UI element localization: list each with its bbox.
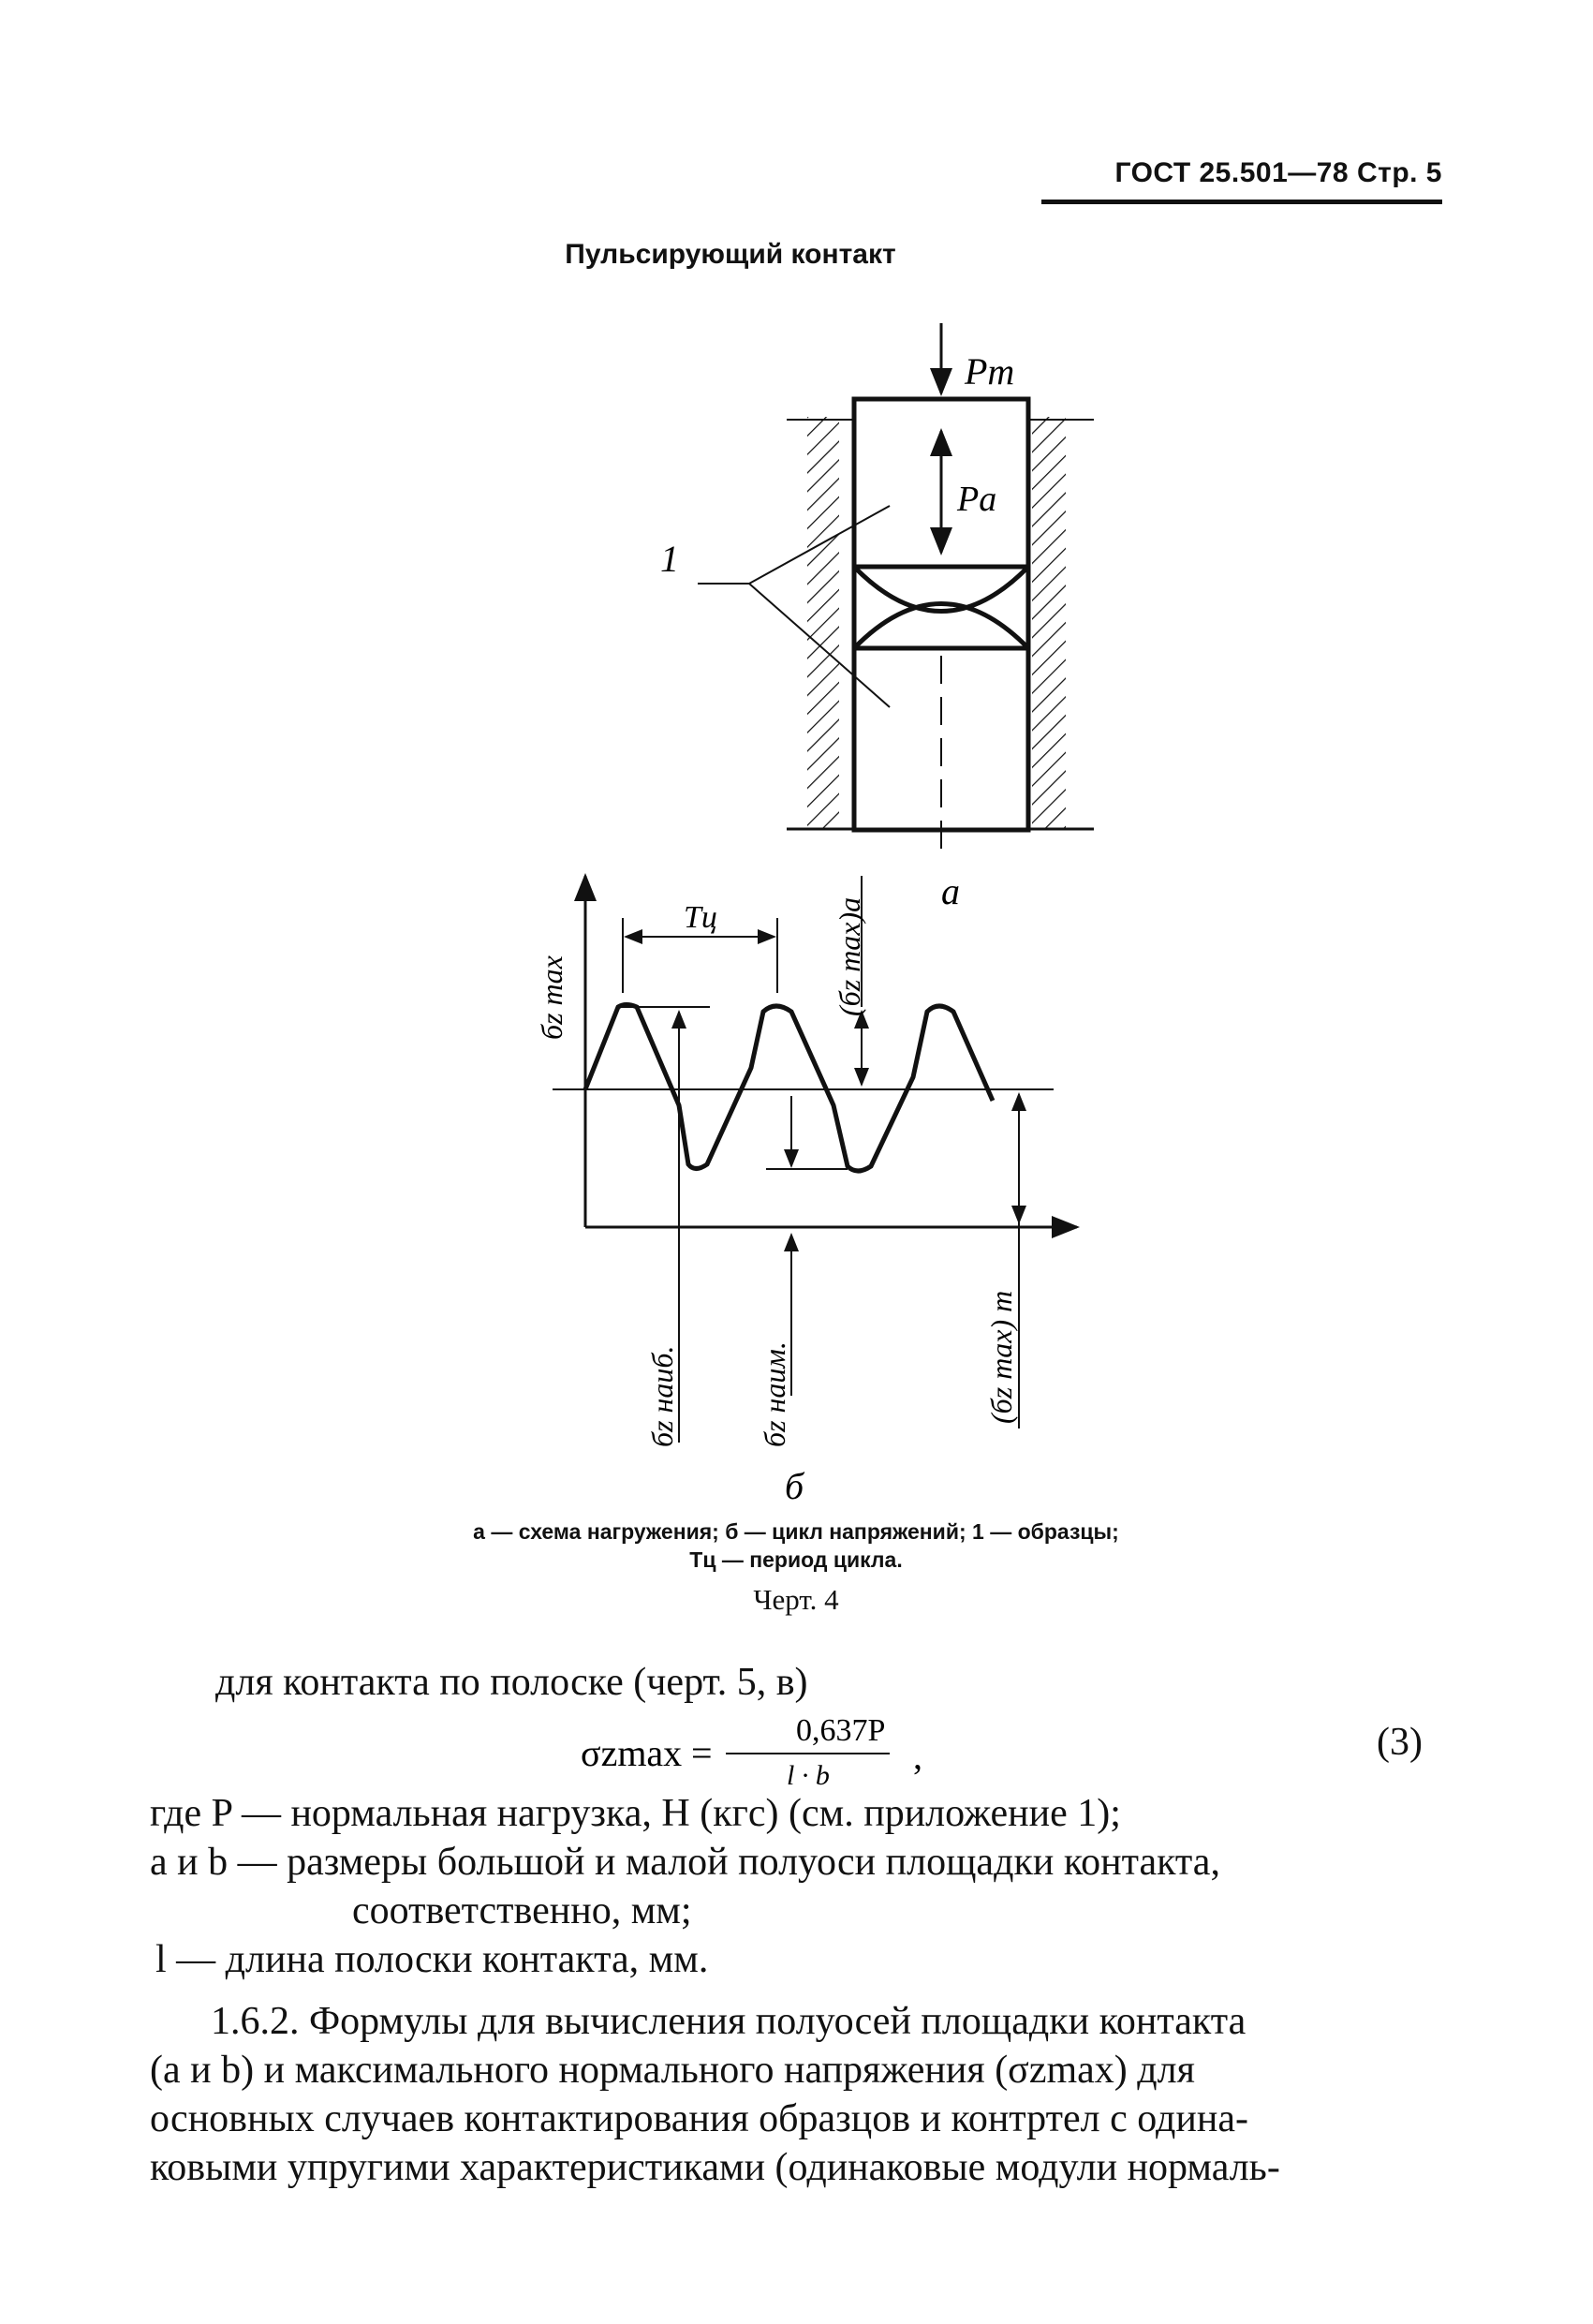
formula-comma: ,	[913, 1735, 922, 1777]
equation-number: (3)	[1377, 1721, 1423, 1764]
paragraph-line-3: основных случаев контактирования образцо…	[150, 2097, 1248, 2140]
pa-label: Pa	[956, 480, 996, 519]
part-b-label: б	[785, 1465, 805, 1507]
left-wall-hatch	[807, 417, 839, 829]
where-a-b: a и b — размеры большой и малой полуоси …	[150, 1841, 1220, 1884]
formula-3: σzmax = 0,637P l · b ,	[581, 1713, 922, 1791]
paragraph-line-1: 1.6.2. Формулы для вычисления полуосей п…	[211, 2000, 1246, 2043]
figure-drawing: Pm Pa 1 а Tц бz max (бz max)a бz наиб. б…	[535, 323, 1094, 1507]
stress-cycle: Tц бz max (бz max)a бz наиб. бz наим. (б…	[535, 873, 1080, 1507]
caption-line-1: а — схема нагружения; б — цикл напряжени…	[473, 1519, 1119, 1544]
sigma-naib-label: бz наиб.	[645, 1345, 679, 1447]
upper-contact-curve	[852, 565, 1030, 614]
part-a-label: а	[941, 870, 960, 912]
paragraph-line-2: (a и b) и максимального нормального напр…	[150, 2049, 1195, 2092]
where-p: где P — нормальная нагрузка, Н (кгс) (см…	[150, 1792, 1121, 1835]
formula-lhs: σzmax	[581, 1732, 682, 1774]
leader-upper	[748, 505, 891, 585]
right-wall-hatch	[1032, 417, 1066, 829]
where-a-b-cont: соответственно, мм;	[352, 1889, 692, 1932]
sigma-max-label: бz max	[535, 955, 568, 1040]
formula-denominator: l · b	[787, 1760, 830, 1791]
specimen-number-label: 1	[660, 538, 679, 580]
sigma-max-a-label: (бz max)a	[833, 897, 866, 1016]
formula-numerator: 0,637P	[796, 1713, 885, 1748]
formula-equals: =	[691, 1732, 713, 1774]
figure-title: Пульсирующий контакт	[565, 239, 896, 270]
loading-scheme: Pm Pa 1 а	[660, 323, 1094, 912]
header-rule	[1041, 200, 1442, 204]
lower-contact-curve	[852, 601, 1030, 650]
text-line-strip-contact: для контакта по полоске (черт. 5, в)	[215, 1661, 808, 1704]
pm-label: Pm	[964, 350, 1014, 392]
drawing-number: Черт. 4	[753, 1583, 839, 1616]
period-label: Tц	[684, 900, 717, 935]
sigma-max-m-label: (бz max) m	[984, 1291, 1018, 1424]
where-l: l — длина полоски контакта, мм.	[155, 1938, 709, 1981]
caption-line-2: Тц — период цикла.	[689, 1547, 903, 1572]
cycle-curve	[583, 1002, 996, 1174]
sigma-naim-label: бz наим.	[758, 1341, 791, 1447]
page-header: ГОСТ 25.501—78 Стр. 5	[1114, 157, 1442, 188]
paragraph-line-4: ковыми упругими характеристиками (одинак…	[150, 2146, 1280, 2189]
leader-lower	[748, 583, 891, 708]
